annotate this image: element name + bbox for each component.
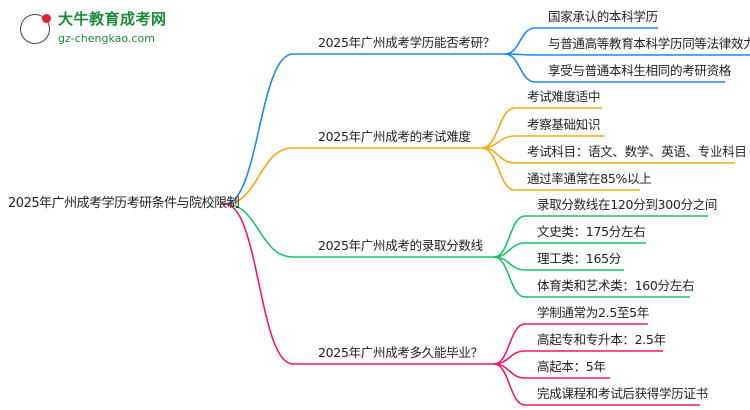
- leaf-node: 考试科目：语文、数学、英语、专业科目: [527, 144, 747, 159]
- branch-node: 2025年广州成考的录取分数线: [318, 238, 483, 253]
- leaf-connector: [481, 135, 604, 149]
- leaf-connector: [493, 215, 708, 258]
- leaf-node: 录取分数线在120分到300分之间: [537, 197, 718, 212]
- leaf-connector: [504, 53, 725, 83]
- branch-connector: [224, 203, 494, 258]
- leaf-node: 学制通常为2.5至5年: [537, 305, 650, 320]
- leaf-node: 高起本：5年: [537, 359, 606, 374]
- leaf-connector: [481, 147, 640, 191]
- leaf-node: 高起专和专升本：2.5年: [537, 332, 666, 347]
- branch-node: 2025年广州成考多久能毕业？: [318, 345, 483, 360]
- branch-node: 2025年广州成考学历能否考研？: [318, 35, 496, 50]
- leaf-connector: [481, 107, 602, 149]
- leaf-node: 享受与普通本科生相同的考研资格: [548, 63, 732, 78]
- logo-seal-icon: [42, 14, 51, 23]
- leaf-node: 理工类：165分: [537, 251, 621, 266]
- leaf-node: 文史类：175分左右: [537, 224, 646, 239]
- leaf-node: 完成课程和考试后获得学历证书: [537, 386, 708, 401]
- leaf-node: 与普通高等教育本科学历同等法律效力: [548, 36, 750, 51]
- leaf-node: 考试难度适中: [527, 89, 601, 104]
- logo-name: 大牛教育成考网: [58, 10, 167, 28]
- branch-connector: [224, 53, 505, 205]
- root-node: 2025年广州成考学历考研条件与院校限制: [8, 196, 240, 211]
- leaf-node: 国家承认的本科学历: [548, 9, 658, 24]
- leaf-connector: [504, 27, 658, 55]
- branch-connector: [224, 203, 494, 365]
- leaf-node: 体育类和艺术类：160分左右: [537, 278, 695, 293]
- leaf-connector: [493, 323, 648, 365]
- leaf-node: 考察基础知识: [527, 117, 601, 132]
- leaf-connector: [493, 363, 700, 406]
- leaf-connector: [504, 53, 750, 56]
- leaf-connector: [493, 350, 663, 365]
- leaf-connector: [493, 242, 646, 258]
- logo: 大牛教育成考网 gz-chengkao.com: [20, 10, 170, 50]
- logo-url: gz-chengkao.com: [58, 32, 155, 45]
- leaf-connector: [493, 256, 690, 298]
- branch-connector: [224, 147, 482, 205]
- branch-node: 2025年广州成考的考试难度: [318, 129, 471, 144]
- leaf-node: 通过率通常在85%以上: [527, 171, 652, 186]
